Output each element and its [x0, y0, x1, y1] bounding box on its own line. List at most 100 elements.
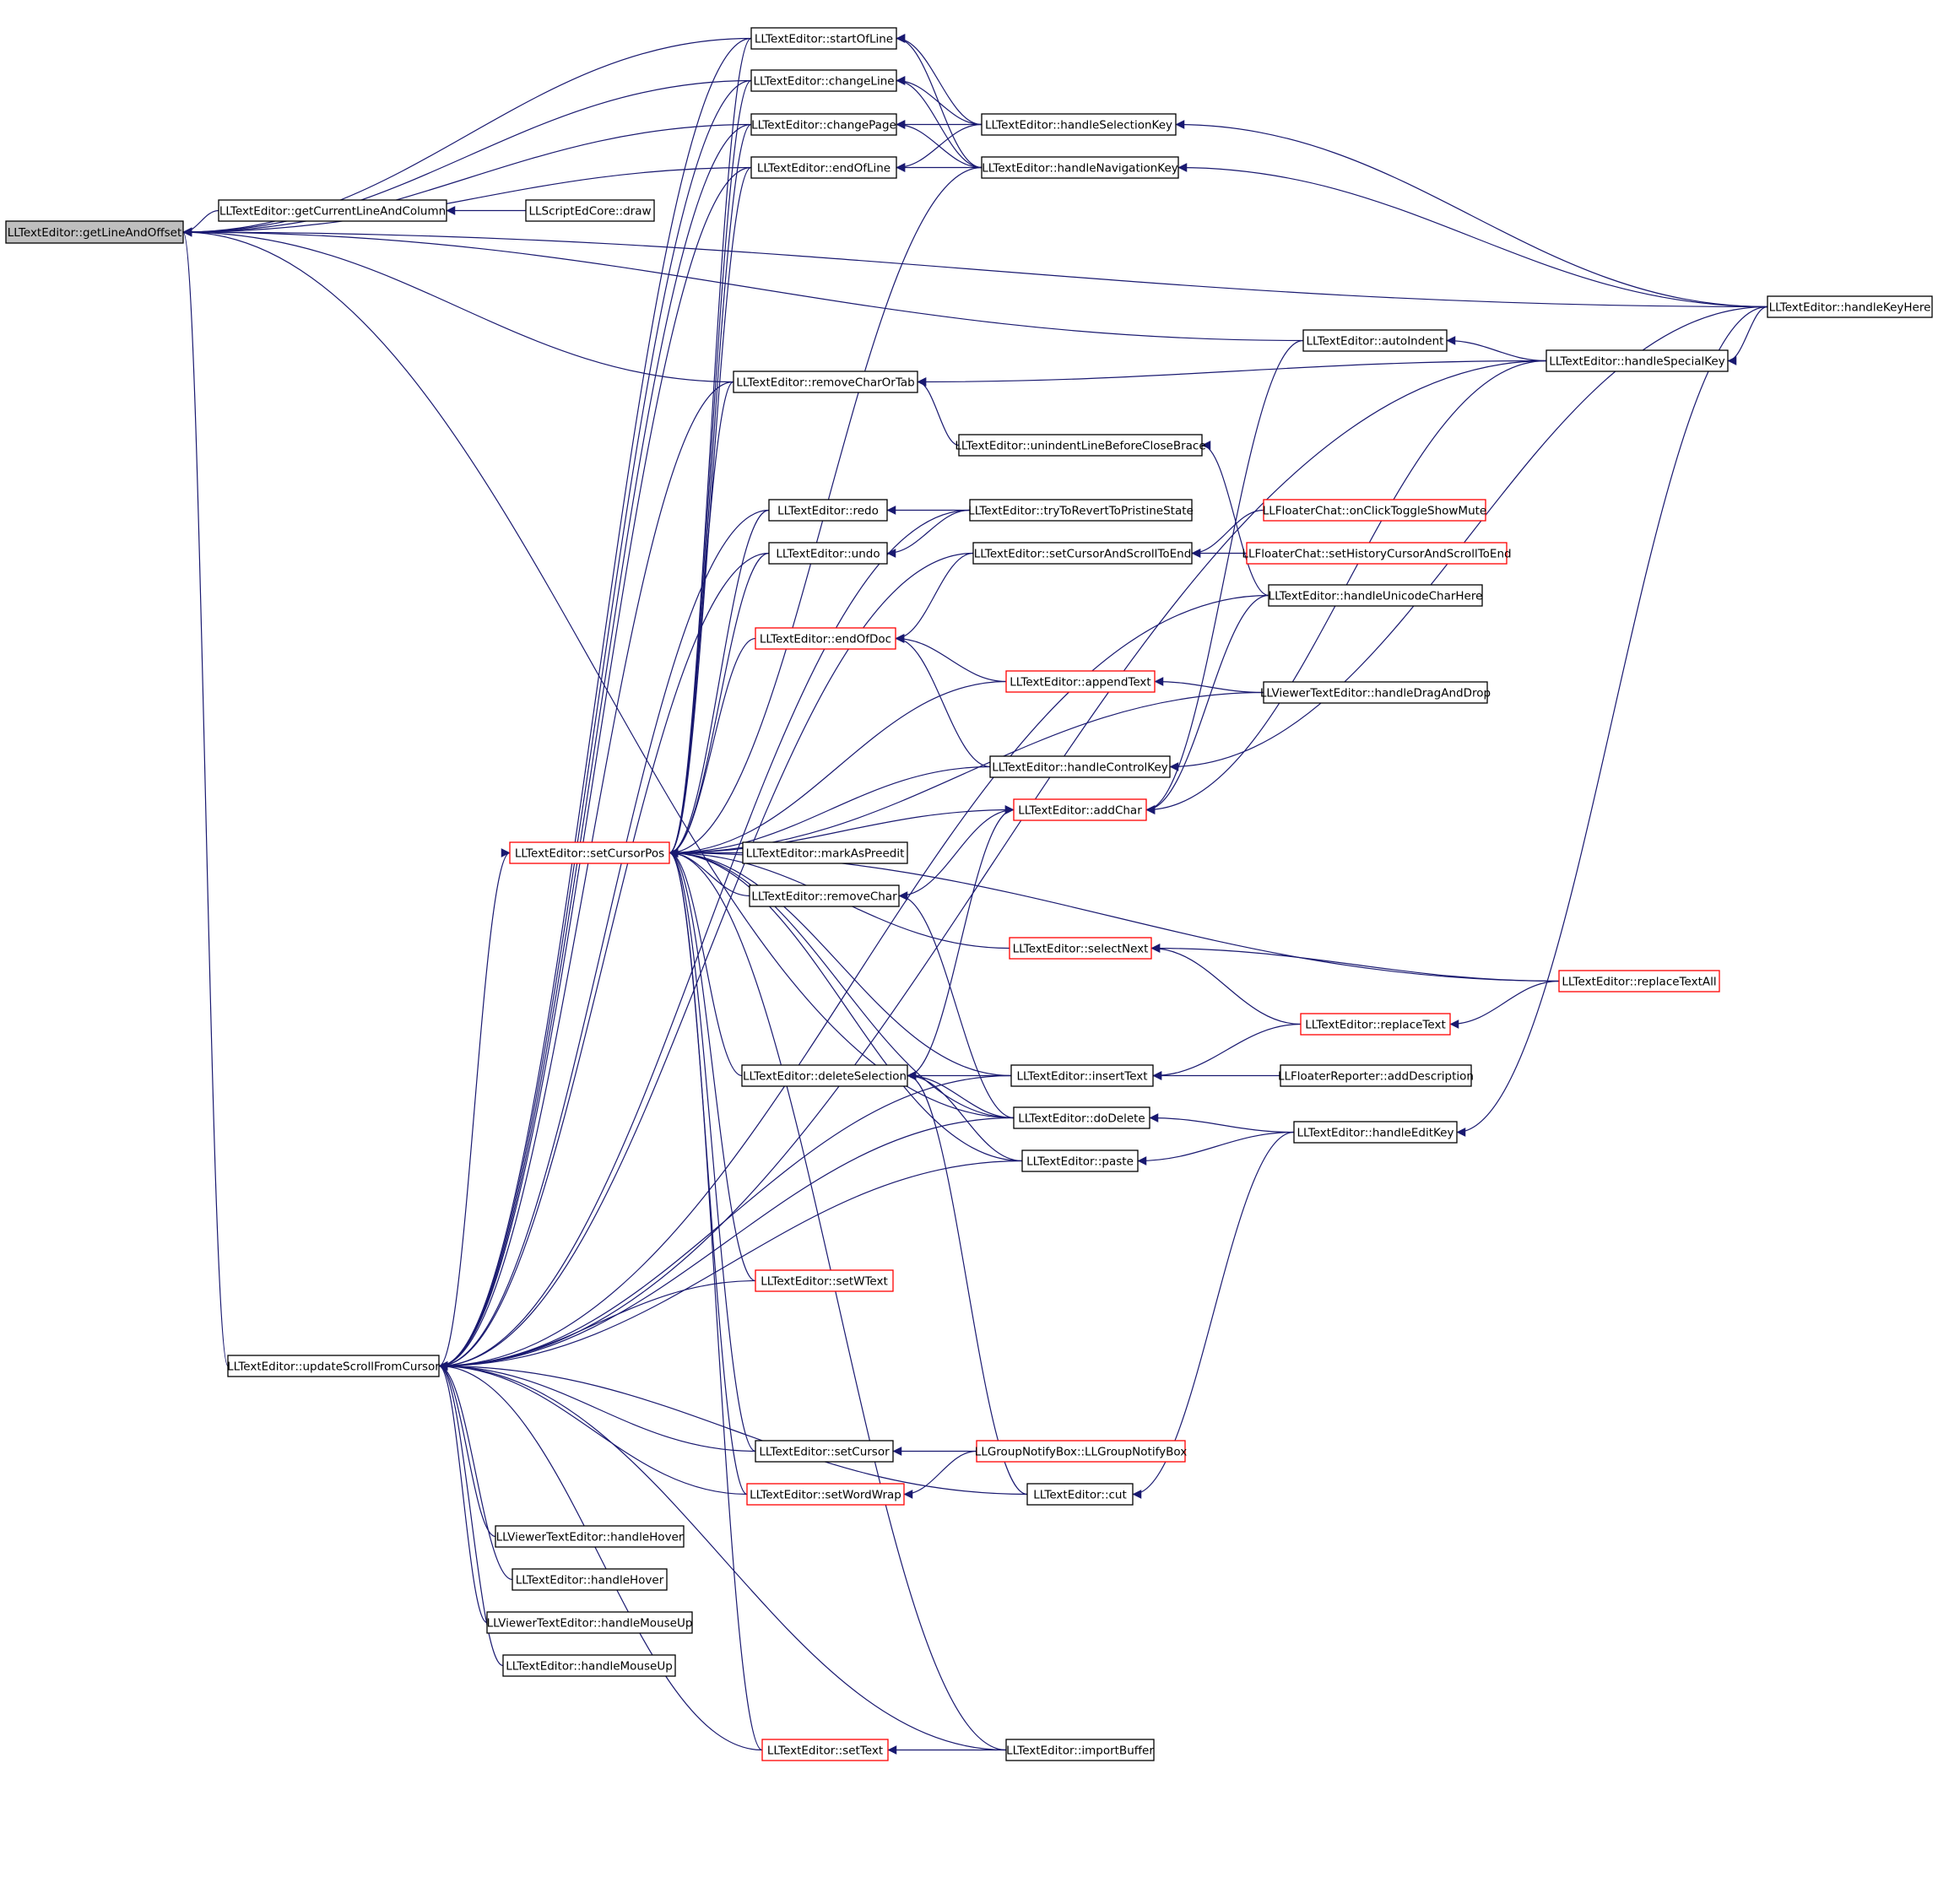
- node-label: LLTextEditor::handleHover: [516, 1574, 664, 1588]
- node-handleKeyHere[interactable]: LLTextEditor::handleKeyHere: [1767, 295, 1933, 318]
- node-redo[interactable]: LLTextEditor::redo: [768, 499, 888, 522]
- node-box: [1263, 681, 1488, 704]
- node-box: [486, 1611, 693, 1634]
- call-edge-setWText-to-updateScroll: [438, 1279, 756, 1371]
- node-onClickToggle[interactable]: LLFloaterChat::onClickToggleShowMute: [1263, 499, 1487, 522]
- node-handleUnicodeCharHere[interactable]: LLTextEditor::handleUnicodeCharHere: [1268, 584, 1483, 607]
- node-label: LLTextEditor::handleSelectionKey: [985, 119, 1172, 133]
- node-setWText[interactable]: LLTextEditor::setWText: [755, 1269, 894, 1292]
- node-label: LLTextEditor::setText: [767, 1744, 883, 1758]
- call-edge-paste-to-setCursorPos: [669, 848, 1023, 1162]
- node-handleSelectionKey[interactable]: LLTextEditor::handleSelectionKey: [981, 113, 1177, 136]
- call-edge-cut-to-deleteSelection: [907, 1071, 1028, 1496]
- call-edge-importBuffer-to-setCursorPos: [669, 848, 1007, 1751]
- node-label: LLTextEditor::setCursor: [759, 1446, 890, 1459]
- call-edge-setCursorAndScroll-to-updateScroll: [438, 552, 974, 1371]
- call-edge-setCursor-to-updateScroll: [438, 1361, 756, 1452]
- node-handleSpecialKey[interactable]: LLTextEditor::handleSpecialKey: [1546, 349, 1729, 372]
- call-edge-appendText-to-setCursorPos: [669, 680, 1007, 857]
- node-scriptDraw[interactable]: LLScriptEdCore::draw: [525, 199, 655, 222]
- node-handleMouseUp[interactable]: LLTextEditor::handleMouseUp: [502, 1654, 676, 1677]
- node-label: LLTextEditor::doDelete: [1018, 1112, 1145, 1126]
- call-edge-updateScroll-to-setCursorPos: [438, 848, 511, 1367]
- node-addChar[interactable]: LLTextEditor::addChar: [1013, 798, 1147, 821]
- node-box: [1005, 1739, 1155, 1761]
- node-box: [218, 199, 447, 222]
- node-handleNavigationKey[interactable]: LLTextEditor::handleNavigationKey: [981, 156, 1179, 179]
- node-label: LLTextEditor::updateScrollFromCursor: [227, 1360, 440, 1374]
- node-box: [972, 542, 1193, 565]
- node-label: LLTextEditor::handleKeyHere: [1769, 301, 1931, 315]
- call-edge-viewerHover-to-updateScroll: [438, 1361, 496, 1538]
- node-groupNotify[interactable]: LLGroupNotifyBox::LLGroupNotifyBox: [975, 1440, 1187, 1463]
- node-box: [1767, 295, 1933, 318]
- node-updateScroll[interactable]: LLTextEditor::updateScrollFromCursor: [227, 1355, 440, 1377]
- node-setCursorPos[interactable]: LLTextEditor::setCursorPos: [509, 841, 670, 864]
- call-edge-setWText-to-setCursorPos: [669, 848, 756, 1282]
- node-addDescription[interactable]: LLFloaterReporter::addDescription: [1278, 1064, 1474, 1087]
- node-viewerDragDrop[interactable]: LLViewerTextEditor::handleDragAndDrop: [1260, 681, 1491, 704]
- call-edge-redo-to-setCursorPos: [669, 509, 770, 857]
- node-label: LLTextEditor::importBuffer: [1006, 1744, 1154, 1758]
- node-label: LLViewerTextEditor::handleDragAndDrop: [1260, 687, 1491, 700]
- call-edge-handleSpecialKey-to-removeCharOrTab: [917, 360, 1547, 387]
- node-box: [733, 371, 918, 393]
- node-paste[interactable]: LLTextEditor::paste: [1021, 1149, 1139, 1172]
- node-unindentLine[interactable]: LLTextEditor::unindentLineBeforeCloseBra…: [955, 434, 1206, 457]
- node-removeChar[interactable]: LLTextEditor::removeChar: [749, 884, 900, 907]
- node-viewerMouseUp[interactable]: LLViewerTextEditor::handleMouseUp: [486, 1611, 693, 1634]
- node-markAsPreedit[interactable]: LLTextEditor::markAsPreedit: [742, 841, 908, 864]
- node-label: LLTextEditor::appendText: [1010, 676, 1150, 690]
- node-setCursor[interactable]: LLTextEditor::setCursor: [755, 1440, 894, 1463]
- call-edge-undo-to-updateScroll: [438, 552, 770, 1371]
- node-label: LLTextEditor::changeLine: [753, 75, 894, 89]
- node-changePage[interactable]: LLTextEditor::changePage: [750, 113, 897, 136]
- node-viewerHover[interactable]: LLViewerTextEditor::handleHover: [495, 1525, 685, 1548]
- node-replaceTextAll[interactable]: LLTextEditor::replaceTextAll: [1558, 970, 1720, 993]
- node-doDelete[interactable]: LLTextEditor::doDelete: [1013, 1106, 1150, 1129]
- node-label: LLTextEditor::handleMouseUp: [506, 1660, 673, 1674]
- node-setWordWrap[interactable]: LLTextEditor::setWordWrap: [746, 1483, 905, 1506]
- node-replaceText[interactable]: LLTextEditor::replaceText: [1300, 1013, 1451, 1036]
- node-changeLine[interactable]: LLTextEditor::changeLine: [750, 69, 897, 92]
- call-edge-handleUnicodeCharHere-to-unindentLine: [1201, 441, 1269, 597]
- call-edge-handleSpecialKey-to-updateScroll: [438, 360, 1547, 1371]
- node-getCurrentLineAndColumn[interactable]: LLTextEditor::getCurrentLineAndColumn: [218, 199, 447, 222]
- node-handleHover[interactable]: LLTextEditor::handleHover: [512, 1568, 668, 1591]
- node-removeCharOrTab[interactable]: LLTextEditor::removeCharOrTab: [733, 371, 918, 393]
- node-setCursorAndScroll[interactable]: LLTextEditor::setCursorAndScrollToEnd: [972, 542, 1193, 565]
- call-edge-paste-to-updateScroll: [438, 1160, 1023, 1371]
- node-selectNext[interactable]: LLTextEditor::selectNext: [1009, 937, 1152, 960]
- node-endOfDoc[interactable]: LLTextEditor::endOfDoc: [755, 627, 896, 650]
- call-edge-importBuffer-to-updateScroll: [438, 1361, 1007, 1751]
- node-handleControlKey[interactable]: LLTextEditor::handleControlKey: [989, 755, 1171, 778]
- node-getLineAndOffset[interactable]: LLTextEditor::getLineAndOffset: [5, 220, 184, 244]
- node-setText[interactable]: LLTextEditor::setText: [761, 1739, 889, 1761]
- node-insertText[interactable]: LLTextEditor::insertText: [1010, 1064, 1154, 1087]
- node-setHistoryCursor[interactable]: LLFloaterChat::setHistoryCursorAndScroll…: [1242, 542, 1512, 565]
- node-tryToRevert[interactable]: LLTextEditor::tryToRevertToPristineState: [968, 499, 1194, 522]
- node-autoIndent[interactable]: LLTextEditor::autoIndent: [1302, 329, 1448, 352]
- node-undo[interactable]: LLTextEditor::undo: [768, 542, 888, 565]
- node-box: [1246, 542, 1508, 565]
- node-label: LLFloaterChat::setHistoryCursorAndScroll…: [1242, 548, 1511, 561]
- node-layer: LLTextEditor::getLineAndOffsetLLTextEdit…: [5, 27, 1933, 1761]
- node-endOfLine[interactable]: LLTextEditor::endOfLine: [750, 156, 897, 179]
- node-label: LLTextEditor::setWText: [761, 1275, 888, 1289]
- node-deleteSelection[interactable]: LLTextEditor::deleteSelection: [741, 1064, 908, 1087]
- call-edge-handleKeyHere-to-handleEditKey: [1456, 306, 1768, 1137]
- call-edge-doDelete-to-updateScroll: [438, 1117, 1015, 1371]
- node-cut[interactable]: LLTextEditor::cut: [1026, 1483, 1134, 1506]
- node-label: LLViewerTextEditor::handleMouseUp: [487, 1617, 693, 1631]
- node-appendText[interactable]: LLTextEditor::appendText: [1005, 670, 1156, 693]
- node-importBuffer[interactable]: LLTextEditor::importBuffer: [1005, 1739, 1155, 1761]
- node-box: [976, 1440, 1186, 1463]
- node-label: LLTextEditor::handleUnicodeCharHere: [1269, 590, 1483, 603]
- call-edge-setText-to-setCursorPos: [669, 848, 763, 1751]
- node-box: [1010, 1064, 1154, 1087]
- call-edge-handleEditKey-to-cut: [1132, 1131, 1295, 1499]
- node-box: [746, 1483, 905, 1506]
- node-handleEditKey[interactable]: LLTextEditor::handleEditKey: [1293, 1121, 1458, 1144]
- node-startOfLine[interactable]: LLTextEditor::startOfLine: [750, 27, 897, 50]
